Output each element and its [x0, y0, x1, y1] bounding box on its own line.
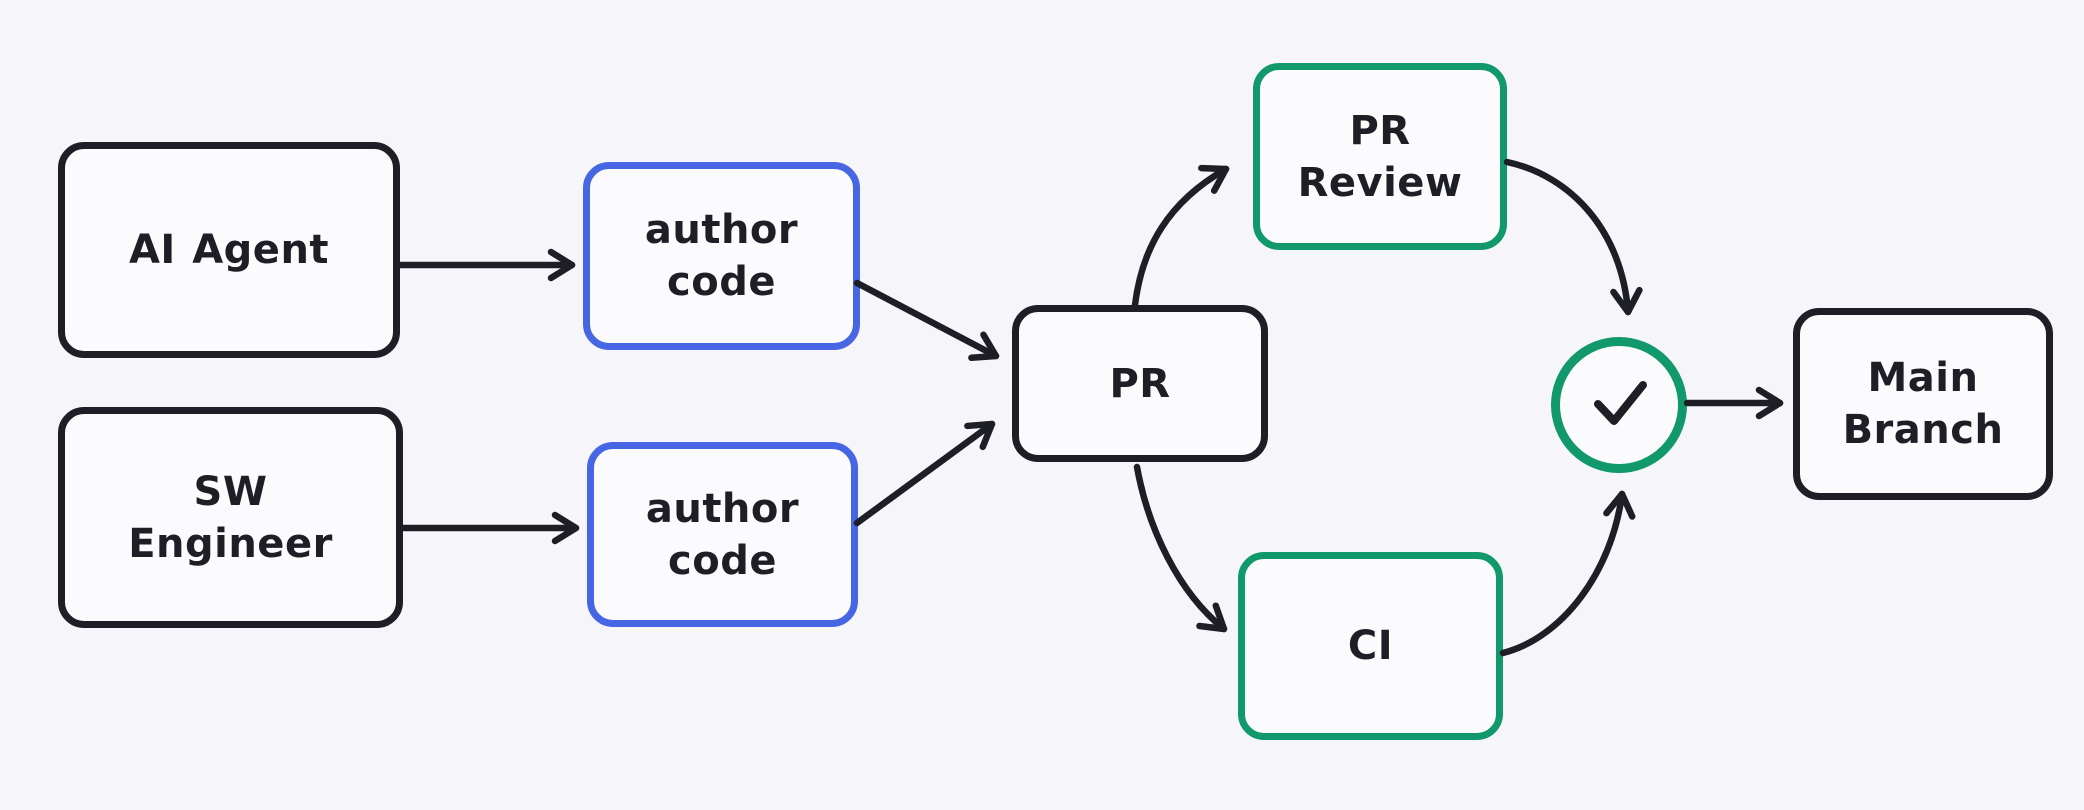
- arrow-author-code-bottom-to-pr[interactable]: [853, 420, 996, 527]
- node-pr-review-label: PR Review: [1297, 107, 1463, 206]
- arrow-pr-to-pr-review[interactable]: [1131, 164, 1230, 309]
- node-author-code-top[interactable]: author code: [583, 162, 860, 350]
- approval-check-circle[interactable]: [1551, 337, 1687, 473]
- node-author-code-bottom[interactable]: author code: [587, 442, 858, 627]
- arrow-ci-to-check[interactable]: [1499, 490, 1636, 657]
- node-author-code-top-label: author code: [644, 207, 799, 305]
- arrow-author-code-top-to-pr[interactable]: [853, 279, 1000, 361]
- checkmark-icon[interactable]: [1594, 381, 1647, 425]
- node-author-code-bottom-label: author code: [645, 485, 800, 584]
- node-pr[interactable]: PR: [1012, 305, 1268, 462]
- node-pr-review[interactable]: PR Review: [1253, 63, 1507, 250]
- node-ci[interactable]: CI: [1238, 552, 1503, 740]
- arrow-pr-review-to-check[interactable]: [1503, 158, 1643, 316]
- node-main-branch-label: Main Branch: [1842, 355, 2004, 453]
- node-ci-label: CI: [1347, 623, 1394, 669]
- arrow-pr-to-ci[interactable]: [1133, 463, 1228, 633]
- node-pr-label: PR: [1109, 360, 1171, 407]
- node-sw-engineer-label: SW Engineer: [128, 468, 333, 567]
- node-main-branch[interactable]: Main Branch: [1793, 308, 2053, 500]
- node-sw-engineer[interactable]: SW Engineer: [58, 407, 403, 628]
- node-ai-agent-label: AI Agent: [128, 227, 330, 273]
- node-ai-agent[interactable]: AI Agent: [58, 142, 400, 358]
